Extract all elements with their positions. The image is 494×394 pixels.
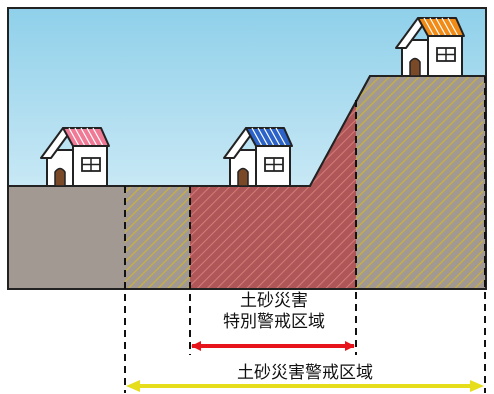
special-zone-label-line2: 特別警戒区域 <box>223 312 325 332</box>
house-icon <box>223 127 293 187</box>
special-zone-label-line1: 土砂災害 <box>240 291 308 311</box>
warning-zone-label: 土砂災害警戒区域 <box>209 363 401 384</box>
house-icon <box>40 127 110 187</box>
warning-zone-arrow <box>126 380 484 392</box>
special-warning-zone-label: 土砂災害 特別警戒区域 <box>200 291 348 333</box>
special-warning-zone-area <box>190 100 356 289</box>
house-icon <box>395 17 465 77</box>
